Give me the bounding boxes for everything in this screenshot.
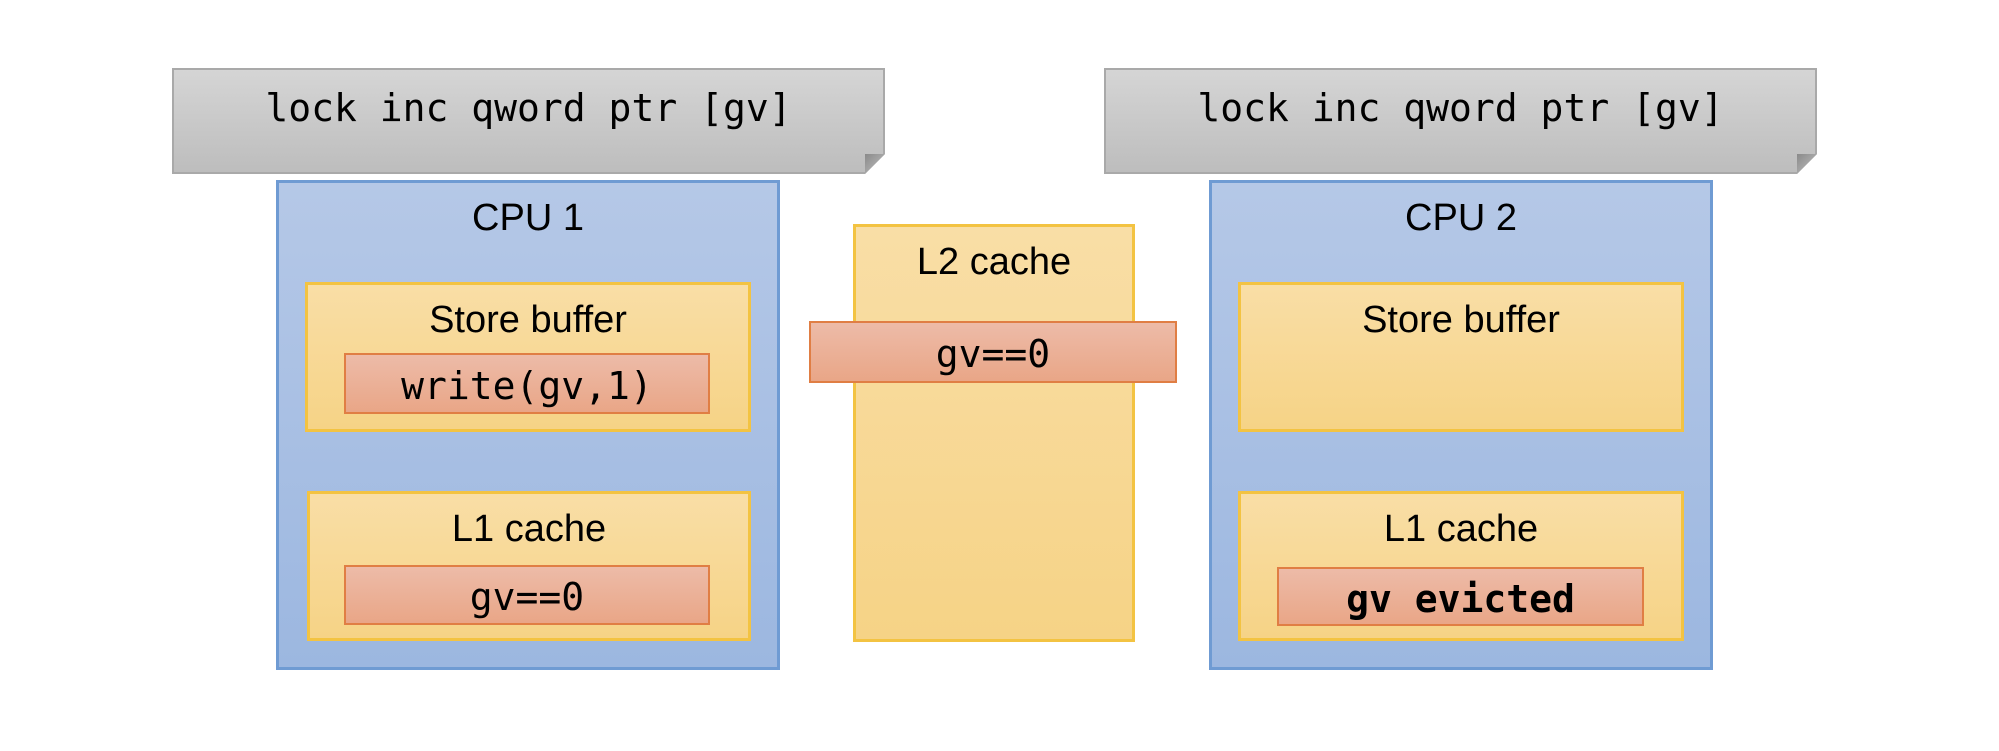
cpu2-instruction-text: lock inc qword ptr [gv] xyxy=(1197,86,1724,130)
l2-cache-entry-text: gv==0 xyxy=(935,332,1051,376)
cpu2-l1-cache-entry-text: gv evicted xyxy=(1346,576,1575,621)
cpu2-l1-cache-label: L1 cache xyxy=(1383,508,1539,550)
cpu1-l1-cache-entry: gv==0 xyxy=(344,565,710,625)
cpu2-store-buffer-label: Store buffer xyxy=(1362,299,1560,341)
cpu1-store-buffer-entry: write(gv,1) xyxy=(344,353,710,414)
cpu1-instruction-text: lock inc qword ptr [gv] xyxy=(265,86,792,130)
cpu2-store-buffer: Store buffer xyxy=(1238,282,1684,432)
cpu1-store-buffer-entry-text: write(gv,1) xyxy=(401,363,653,408)
cpu1-label: CPU 1 xyxy=(472,197,584,239)
cpu2-instruction-callout: lock inc qword ptr [gv] xyxy=(1104,68,1817,174)
cpu2-label: CPU 2 xyxy=(1405,197,1517,239)
cpu1-store-buffer-label: Store buffer xyxy=(429,299,627,341)
cpu1-instruction-callout: lock inc qword ptr [gv] xyxy=(172,68,885,174)
cpu2-l1-cache-entry: gv evicted xyxy=(1277,567,1644,626)
cpu1-instruction-fold-corner xyxy=(865,154,885,174)
cpu1-l1-cache-entry-text: gv==0 xyxy=(469,575,585,619)
cpu2-instruction-fold-corner xyxy=(1797,154,1817,174)
cpu1-l1-cache-label: L1 cache xyxy=(451,508,607,550)
l2-cache-entry: gv==0 xyxy=(809,321,1177,383)
l2-cache: L2 cache xyxy=(853,224,1135,642)
l2-cache-label: L2 cache xyxy=(916,241,1072,283)
